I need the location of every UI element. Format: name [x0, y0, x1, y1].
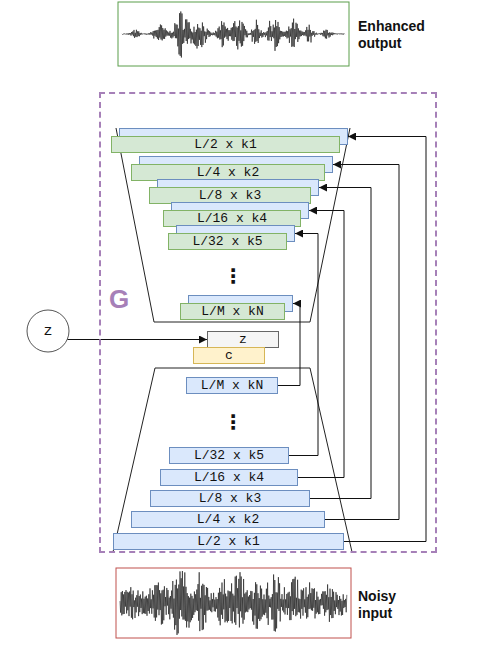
- decoder-layer: L/16 x k4: [163, 202, 309, 227]
- encoder-layer: L/4 x k2: [131, 511, 325, 528]
- latent-arrow: [67, 339, 207, 340]
- layer-label: L/32 x k5: [194, 449, 264, 462]
- input-label: Noisy input: [358, 588, 418, 622]
- noisy-waveform: [120, 571, 347, 635]
- output-frame: [118, 2, 349, 66]
- layer-label: L/8 x k3: [199, 189, 261, 202]
- decoder-layer: L/8 x k3: [149, 179, 319, 204]
- layer-label: z: [239, 333, 247, 346]
- encoder-layer: L/M x kN: [186, 377, 278, 394]
- skip-connection: [289, 234, 318, 456]
- thought-vector-box: c: [193, 347, 265, 364]
- encoder-layer: L/16 x k4: [160, 469, 298, 486]
- layer-label: L/2 x k1: [194, 138, 256, 151]
- layer-label: L/16 x k4: [194, 471, 264, 484]
- deconv-layer: L/M x kN: [180, 303, 285, 320]
- latent-box: z: [207, 331, 279, 348]
- layer-label: L/4 x k2: [197, 166, 259, 179]
- layer-label: L/16 x k4: [197, 212, 267, 225]
- latent-circle: z: [26, 309, 70, 353]
- ellipsis: ⋮: [223, 412, 243, 432]
- layer-label: L/M x kN: [201, 305, 263, 318]
- encoder-layer: L/8 x k3: [150, 490, 310, 507]
- skip-connection: [298, 211, 344, 478]
- skip-connection: [325, 165, 399, 520]
- skip-connection: [310, 188, 371, 499]
- layer-label: L/2 x k1: [197, 535, 259, 548]
- output-label: Enhanced output: [358, 18, 434, 52]
- decoder-layer: L/2 x k1: [111, 128, 348, 153]
- decoder-layer: L/M x kN: [180, 295, 293, 320]
- deconv-layer: L/32 x k5: [168, 233, 287, 250]
- layer-label: L/M x kN: [201, 379, 263, 392]
- encoder-trapezoid: [113, 368, 352, 552]
- layer-label: L/4 x k2: [197, 513, 259, 526]
- layer-label: L/32 x k5: [192, 235, 262, 248]
- layer-label: z: [43, 323, 52, 340]
- ellipsis: ⋮: [223, 266, 243, 286]
- layer-label: c: [225, 349, 233, 362]
- skip-connection: [344, 137, 426, 542]
- encoder-layer: L/32 x k5: [169, 447, 289, 464]
- enhanced-waveform: [122, 11, 345, 57]
- decoder-trapezoid: [116, 128, 350, 322]
- deconv-layer: L/2 x k1: [111, 136, 340, 153]
- decoder-layer: L/32 x k5: [168, 225, 295, 250]
- generator-region: G L/2 x k1 L/4 x k2 L/8 x k3 L/16 x k4 L/32 x…: [99, 92, 437, 553]
- layer-label: L/8 x k3: [199, 492, 261, 505]
- encoder-layer: L/2 x k1: [113, 533, 344, 550]
- block-name: G: [109, 286, 129, 312]
- decoder-layer: L/4 x k2: [131, 156, 333, 181]
- input-frame: [116, 568, 351, 638]
